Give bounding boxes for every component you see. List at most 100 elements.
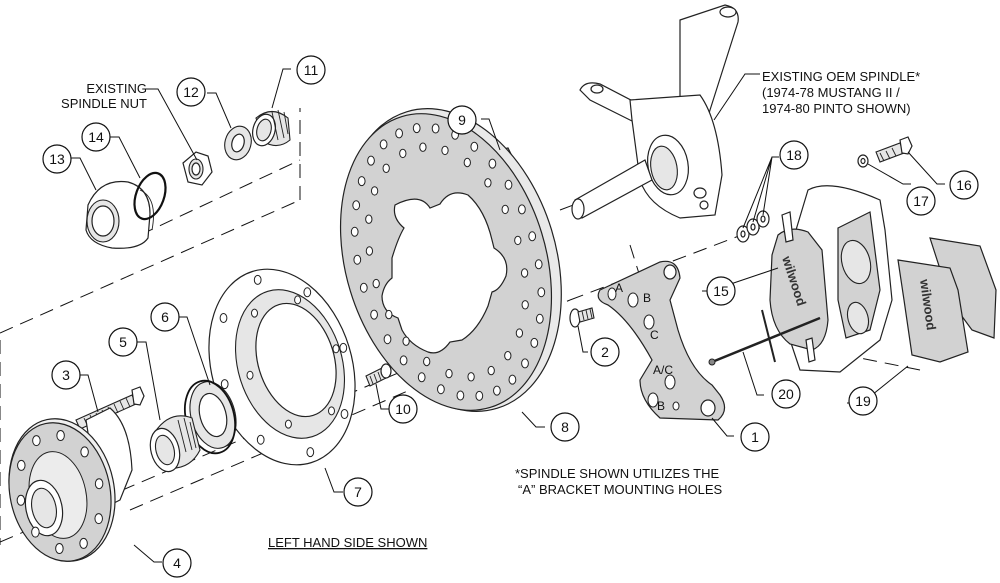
- callout-8: 8: [550, 412, 580, 442]
- svg-text:19: 19: [855, 393, 871, 409]
- svg-text:16: 16: [956, 177, 972, 193]
- rotor-drill-hole: [520, 268, 529, 278]
- callout-18: 18: [779, 140, 809, 170]
- svg-text:20: 20: [778, 386, 794, 402]
- caliper-bolt-part: [875, 136, 913, 163]
- rotor-drill-hole: [370, 309, 378, 320]
- rotor-drill-hole: [359, 282, 368, 293]
- bracket-hole-label-b: B: [643, 291, 651, 305]
- adapter-bolt-hole: [340, 409, 349, 419]
- svg-text:1: 1: [751, 429, 759, 445]
- rotor-drill-hole: [353, 254, 362, 265]
- svg-text:17: 17: [913, 193, 929, 209]
- leader-8: [521, 411, 545, 428]
- spindle-nut-part: [182, 151, 213, 186]
- adapter-bolt-hole: [219, 313, 228, 323]
- rotor-drill-hole: [431, 123, 440, 134]
- svg-text:3: 3: [62, 367, 70, 383]
- svg-text:12: 12: [183, 84, 199, 100]
- rotor-drill-hole: [508, 374, 517, 385]
- callout-4: 4: [162, 548, 192, 578]
- rotor-drill-hole: [385, 309, 393, 320]
- inner-bearing-part: [149, 415, 201, 473]
- rotor-drill-hole: [379, 139, 388, 150]
- rotor-drill-hole: [487, 365, 495, 376]
- hub-lug-hole: [17, 459, 26, 471]
- rotor-drill-hole: [493, 385, 501, 396]
- shims-part: [736, 210, 770, 243]
- svg-text:2: 2: [601, 344, 609, 360]
- adapter-inner-hole: [328, 406, 335, 416]
- rotor-drill-hole: [515, 328, 524, 338]
- callout-6: 6: [150, 302, 180, 332]
- bracket-hole-label-b2: B: [657, 399, 665, 413]
- hub-lug-hole: [56, 430, 65, 441]
- rotor-drill-hole: [417, 372, 426, 383]
- rotor-drill-hole: [518, 204, 526, 215]
- rotor-drill-hole: [441, 145, 449, 156]
- svg-text:13: 13: [49, 151, 65, 167]
- leader-spindle-nut: [146, 88, 198, 161]
- callouts: 1 2 3 4 5 6 7 8 9 10 11 12 13 14 15 16 1…: [42, 55, 979, 578]
- callout-17: 17: [906, 186, 936, 216]
- pad-brand-marking: wilwood: [917, 277, 939, 331]
- rotor-drill-hole: [514, 235, 522, 246]
- rotor-drill-hole: [445, 368, 453, 379]
- oem-spindle-part: [571, 4, 739, 220]
- note-existing-oem-spindle: EXISTING OEM SPINDLE* (1974-78 MUSTANG I…: [762, 69, 920, 116]
- leader-oem-spindle: [713, 73, 760, 121]
- svg-text:*SPINDLE SHOWN UTILIZES THE: *SPINDLE SHOWN UTILIZES THE: [515, 466, 720, 481]
- rotor-drill-hole: [504, 351, 512, 361]
- note-left-hand-side-shown: LEFT HAND SIDE SHOWN: [268, 535, 427, 550]
- adapter-bolt-hole: [306, 447, 315, 458]
- rotor-drill-hole: [521, 358, 529, 369]
- rotor-drill-hole: [437, 384, 445, 395]
- rotor-drill-hole: [372, 278, 380, 289]
- callout-19: 19: [848, 386, 878, 416]
- rotor-drill-hole: [537, 287, 546, 298]
- note-spindle-footnote: *SPINDLE SHOWN UTILIZES THE “A” BRACKET …: [515, 466, 723, 497]
- hub-lug-hole: [80, 446, 89, 458]
- dust-cap-part: [85, 180, 154, 249]
- svg-text:14: 14: [88, 129, 104, 145]
- rotor-drill-hole: [467, 372, 475, 382]
- rotor-drill-hole: [530, 337, 539, 348]
- outer-bearing-part: [251, 109, 291, 147]
- adapter-inner-hole: [284, 419, 292, 429]
- bracket-hole-label-a: A: [615, 281, 623, 295]
- rotor-drill-hole: [484, 178, 492, 188]
- hub-lug-holes: [16, 430, 104, 554]
- hub-lug-hole: [16, 494, 26, 506]
- rotor-drill-hole: [463, 157, 471, 168]
- rotor-drill-hole: [419, 142, 427, 152]
- callout-14: 14: [81, 122, 111, 152]
- hub-lug-hole: [32, 435, 41, 447]
- svg-text:15: 15: [713, 283, 729, 299]
- leader-3: [78, 374, 99, 413]
- rotor-drill-hole: [412, 123, 421, 134]
- caliper-part: wilwood: [769, 185, 893, 373]
- svg-text:7: 7: [354, 484, 362, 500]
- callout-2: 2: [590, 337, 620, 367]
- bracket-hole-label-c: C: [650, 328, 659, 342]
- svg-text:11: 11: [304, 62, 319, 78]
- washer-part: [224, 125, 252, 161]
- rotor-drill-hole: [470, 141, 479, 152]
- callout-1: 1: [740, 422, 770, 452]
- rotor-drill-hole: [399, 148, 407, 159]
- rotor-drill-hole: [350, 226, 359, 237]
- callout-9: 9: [447, 105, 477, 135]
- leader-1: [711, 417, 734, 437]
- leader-16: [907, 151, 945, 185]
- axis-line-spindle: [139, 159, 301, 236]
- leader-10: [375, 383, 389, 410]
- rotor-drill-hole: [399, 355, 408, 366]
- leader-17: [867, 163, 911, 185]
- o-ring-part: [133, 171, 167, 221]
- rotor-drill-hole: [365, 246, 374, 256]
- callout-16: 16: [949, 170, 979, 200]
- rotor-hat-adapter-part: [208, 268, 356, 466]
- rotor-drill-hole: [383, 334, 392, 345]
- svg-text:5: 5: [119, 334, 127, 350]
